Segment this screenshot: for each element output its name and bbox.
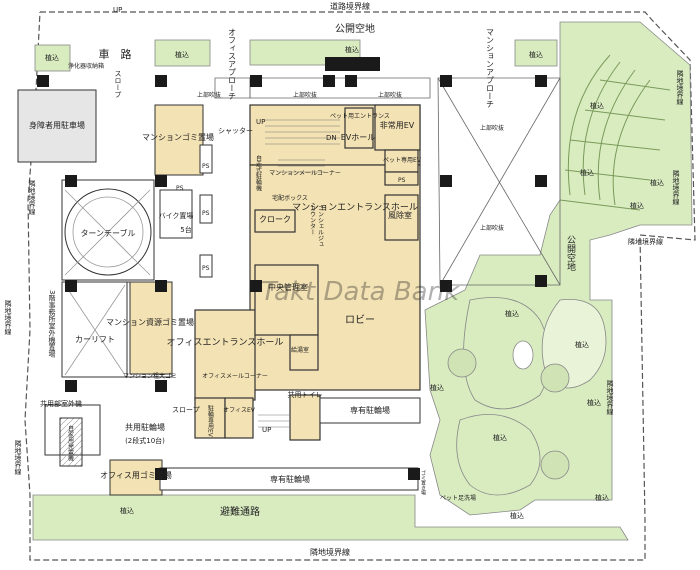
self-parking-label: 自走式駐輪機 [255, 154, 262, 192]
ps-label-2: PS [202, 210, 210, 217]
up-label-2: UP [262, 426, 271, 434]
pergola [559, 54, 671, 211]
planting-label-6: 植込 [590, 101, 604, 110]
turntable-label: ターンテーブル [80, 228, 135, 238]
planting-label-7: 植込 [650, 178, 664, 187]
shared-bike-label: 共用駐輪場 [125, 422, 165, 432]
exclusive-bike-label-2: 専有駐輪場 [350, 405, 390, 415]
pet-entrance-label: ペット用エントランス [330, 113, 390, 120]
adjacent-boundary-label-right3: 隣地境界線 [606, 379, 614, 415]
bike-spec-label: (2段式10台) [125, 436, 165, 445]
stairs [258, 119, 340, 428]
ps-label-3: PS [176, 185, 184, 192]
watermark: Takt Data Bank [261, 277, 460, 307]
planting-label-14: 植込 [510, 511, 524, 520]
adjacent-boundary-label-bottom: 隣地境界線 [310, 547, 350, 557]
central-mgmt-label: 中央管理室 [268, 282, 308, 292]
public-space-top-label: 公開空地 [335, 22, 375, 35]
slope-label-2: スロープ [172, 406, 200, 414]
mansion-mailcorner-label: マンションメールコーナー [269, 170, 341, 177]
handicap-parking-label: 身障者用駐車場 [29, 120, 85, 130]
adjacent-boundary-label-left2: 隣地境界線 [4, 299, 12, 335]
upper-void-label-1: 上部吹抜 [197, 91, 221, 99]
adjacent-boundary-label-left3: 隣地境界線 [14, 439, 22, 475]
planting-label-5: 植込 [580, 168, 594, 177]
mansion-garbage-label: マンションゴミ置場 [142, 132, 214, 142]
shared-outdoor-label: 共用部室外機 [40, 399, 82, 408]
upper-void-label-4: 上部吹抜 [480, 124, 504, 132]
trash-box-label: ゴミ置き場 [420, 469, 426, 496]
office-mailcorner-label: オフィスメールコーナー [202, 373, 268, 380]
planting-label-10: 植込 [575, 340, 589, 349]
dn-label: DN [326, 134, 337, 142]
office-garbage-label: オフィス用ゴミ置場 [100, 470, 172, 480]
delivery-box-label: 宅配ボックス [272, 194, 308, 202]
public-space-right-label: 公開空地 [565, 235, 576, 271]
generator-label: 自家用発電機 [67, 424, 74, 462]
exclusive-bike-label-1: 専有駐輪場 [270, 474, 310, 484]
outdoor-unit-label: 3階事務所室外機置場 [48, 290, 56, 359]
up-top-label: UP [113, 6, 122, 14]
shared-toilet-label: 共用トイレ [288, 390, 323, 399]
adjacent-boundary-label-right2: 隣地境界線 [672, 169, 680, 205]
planting-label-15: 植込 [120, 506, 134, 515]
planting-label-12: 植込 [587, 398, 601, 407]
upper-void-label-5: 上部吹抜 [480, 224, 504, 232]
ps-label-4: PS [202, 265, 210, 272]
septic-label: 浄化器収納箱 [68, 62, 104, 70]
pet-foot-label: ペット足洗場 [440, 494, 476, 502]
bike-count-label: 5台 [180, 225, 191, 234]
parking-ev-label: 駐輪専用EV [207, 404, 214, 438]
bike-parking-label: バイク置場 [159, 211, 194, 220]
columns [37, 57, 547, 480]
slope-label: スロープ [114, 70, 122, 98]
planting-label-9: 植込 [505, 309, 519, 318]
ps-label-1: PS [202, 163, 210, 170]
wind-room-label: 風除室 [388, 210, 412, 220]
car-lift [64, 284, 126, 376]
planting-label-4: 植込 [529, 50, 543, 59]
evac-path-label: 避難通路 [220, 505, 260, 518]
resource-garbage-label: マンション資源ゴミ置場 [106, 317, 194, 327]
road-boundary-label: 道路境界線 [330, 1, 370, 11]
mansion-approach-label: マンションアプローチ [486, 28, 495, 108]
up-label-1: UP [256, 118, 265, 126]
office-approach-label: オフィスアプローチ [228, 28, 237, 100]
pet-ev-label: ペット専用EV [383, 156, 422, 164]
upper-voids [214, 77, 561, 286]
ps-label-5: PS [398, 177, 406, 184]
building-interior [194, 104, 421, 441]
planting-label-13: 植込 [430, 383, 444, 392]
counter-label: カウンター [309, 205, 316, 235]
planting-label-2: 植込 [175, 50, 189, 59]
planting-label-16: 植込 [595, 493, 609, 502]
mansion-ev-hall-label: EVホール [341, 133, 376, 142]
cloak-label: クローク [259, 215, 291, 224]
site-boundary-line [24, 11, 696, 561]
adjacent-boundary-label-right4: 隣地境界線 [628, 237, 663, 246]
bulky-garbage-label: マンション粗大ゴミ [123, 372, 177, 380]
adjacent-boundary-label-right1: 隣地境界線 [676, 69, 684, 105]
turntable [64, 188, 152, 276]
parking-strips [159, 397, 421, 491]
car-lift-label: カーリフト [75, 335, 115, 344]
office-hall-label: オフィスエントランスホール [167, 337, 284, 348]
planting-label-1: 植込 [45, 53, 59, 62]
emergency-ev-label: 非常用EV [380, 120, 415, 130]
planting-label-3: 植込 [345, 45, 359, 54]
upper-void-label-2: 上部吹抜 [293, 91, 317, 99]
concierge-label: コンシェルジュ [317, 205, 324, 247]
washroom-label: 給湯室 [291, 346, 309, 354]
planting-label-11: 植込 [493, 433, 507, 442]
driveway-label: 車 路 [99, 47, 132, 61]
office-ev-label: オフィスEV [223, 407, 256, 414]
adjacent-boundary-label-left1: 隣地境界線 [28, 179, 36, 215]
upper-void-label-3: 上部吹抜 [378, 91, 402, 99]
planting-label-8: 植込 [630, 201, 644, 210]
garden-paths [447, 297, 607, 496]
mansion-hall-label: マンションエントランスホール [292, 202, 418, 213]
lobby-label: ロビー [345, 314, 375, 326]
shutter-label: シャッター [218, 126, 253, 135]
